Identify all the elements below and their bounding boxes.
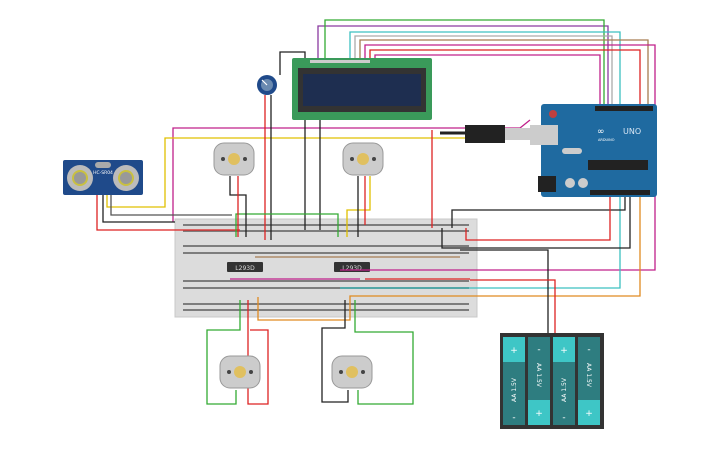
breadboard[interactable] [174, 218, 478, 318]
arduino-logo-icon: ∞ [597, 127, 605, 137]
dc-motor-1[interactable] [213, 142, 255, 176]
svg-text:-: - [562, 413, 565, 423]
svg-text:AA 1.5V: AA 1.5V [561, 377, 568, 402]
battery-cell-1: + - AA 1.5V [503, 337, 525, 425]
svg-text:+: + [535, 409, 543, 419]
driver-chip-2-label: L293D [342, 265, 362, 272]
svg-text:-: - [587, 345, 590, 355]
svg-text:-: - [512, 413, 515, 423]
svg-text:-: - [537, 345, 540, 355]
dc-motor-4[interactable] [331, 355, 373, 389]
arduino-brand: ARDUINO [598, 138, 615, 142]
battery-cell-4: + - AA 1.5V [578, 337, 600, 425]
potentiometer[interactable] [257, 75, 277, 95]
battery-pack[interactable]: + - AA 1.5V + - AA 1.5V + - AA 1.5V + - … [500, 333, 604, 429]
driver-chip-1 [227, 262, 263, 272]
battery-cell-2: + - AA 1.5V [528, 337, 550, 425]
driver-chip-1-label: L293D [235, 265, 255, 272]
svg-text:+: + [510, 346, 518, 356]
usb-cable [440, 125, 530, 143]
svg-text:AA 1.5V: AA 1.5V [511, 377, 518, 402]
sensor-label: HC-SR04 [93, 170, 113, 176]
wires[interactable] [96, 19, 656, 405]
svg-text:AA 1.5V: AA 1.5V [535, 363, 542, 388]
battery-cell-3: + - AA 1.5V [553, 337, 575, 425]
arduino-uno[interactable]: UNO ARDUINO ∞ [530, 104, 657, 197]
lcd-display[interactable] [292, 58, 432, 120]
ultrasonic-sensor[interactable]: HC-SR04 [63, 160, 143, 195]
svg-text:AA 1.5V: AA 1.5V [585, 363, 592, 388]
dc-motor-3[interactable] [219, 355, 261, 389]
svg-text:+: + [585, 409, 593, 419]
dc-motor-2[interactable] [342, 142, 384, 176]
arduino-model: UNO [623, 127, 641, 136]
svg-text:+: + [560, 346, 568, 356]
